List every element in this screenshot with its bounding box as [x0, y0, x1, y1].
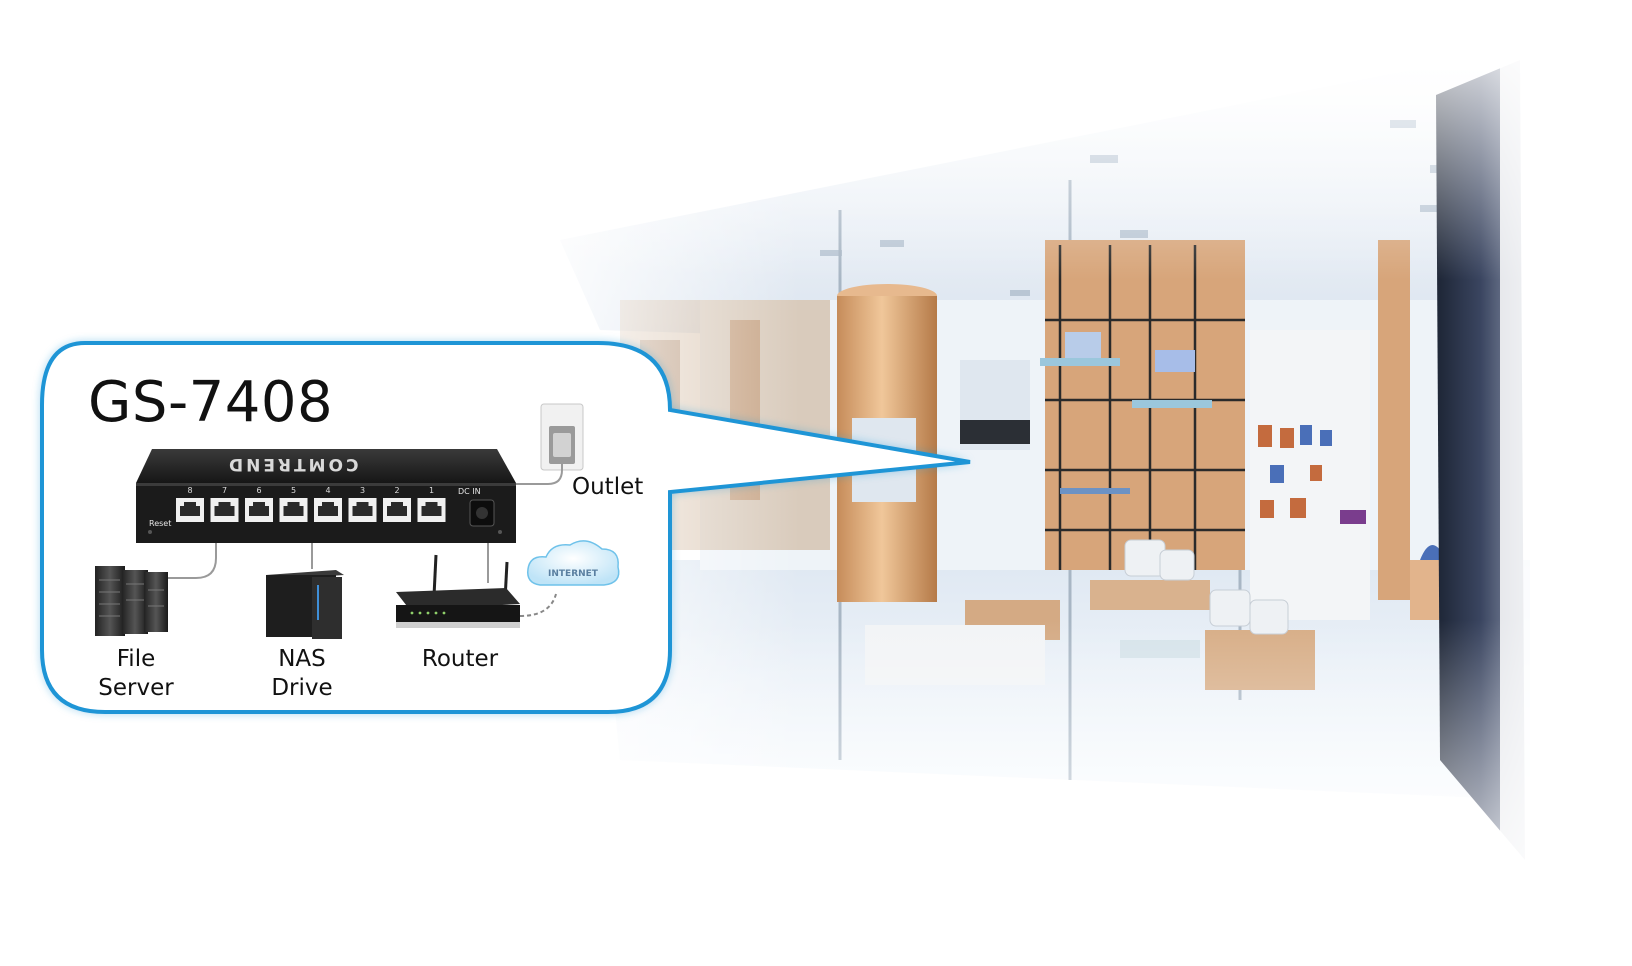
ethernet-port-socket — [421, 502, 442, 516]
file-server-label: File Server — [96, 645, 176, 703]
ethernet-port-socket — [318, 502, 338, 516]
nas-drive-label-line1: NAS — [278, 646, 326, 672]
port-number-label: 8 — [187, 486, 192, 495]
product-model-title: GS-7408 — [88, 370, 334, 435]
file-server-label-line2: Server — [98, 675, 174, 701]
port-number-label: 4 — [325, 486, 330, 495]
ethernet-port-socket — [352, 502, 373, 516]
ethernet-port-socket — [387, 502, 407, 516]
nas-drive-icon — [266, 570, 344, 639]
router-icon — [396, 554, 557, 628]
nas-drive-label: NAS Drive — [262, 645, 342, 703]
ethernet-ports: 8 7 6 5 4 3 2 1 — [176, 486, 446, 522]
internet-label: INTERNET — [548, 569, 598, 579]
ethernet-port-socket — [180, 502, 200, 516]
port-number-label: 6 — [256, 486, 261, 495]
port-number-label: 1 — [429, 486, 434, 495]
port-number-label: 2 — [394, 486, 399, 495]
port-number-label: 3 — [360, 486, 365, 495]
nas-drive-label-line2: Drive — [271, 675, 333, 701]
internet-cloud-icon — [527, 540, 620, 586]
router-label: Router — [421, 646, 499, 672]
outlet-label: Outlet — [572, 474, 644, 500]
switch-brand-logo: COMTREND — [226, 454, 358, 474]
port-number-label: 7 — [222, 486, 227, 495]
ethernet-port-socket — [249, 502, 269, 516]
port-number-label: 5 — [291, 486, 296, 495]
network-switch: 8 7 6 5 4 3 2 1 — [136, 449, 516, 583]
ethernet-port-socket — [214, 502, 235, 516]
wall-outlet — [490, 403, 584, 485]
file-server-icon — [95, 566, 168, 636]
file-server-label-line1: File — [116, 646, 156, 672]
reset-label: Reset — [149, 519, 172, 528]
brand-text: COMTREND — [226, 454, 359, 474]
dc-in-label: DC IN — [458, 487, 481, 496]
ethernet-port-socket — [283, 502, 304, 516]
